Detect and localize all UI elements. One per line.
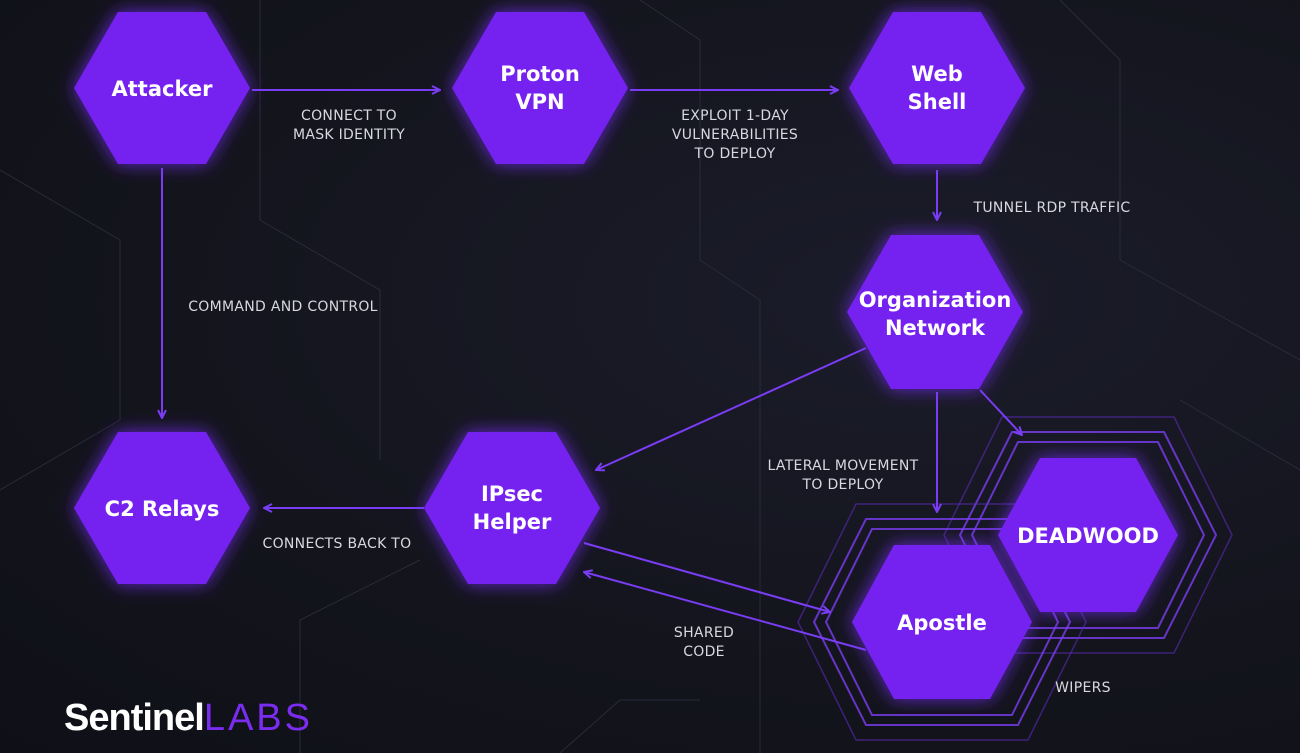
svg-text:Attacker: Attacker [112, 77, 214, 101]
edge-label-shared-code: CODE [683, 644, 725, 660]
edge-label-tunnel: TUNNEL RDP TRAFFIC [973, 200, 1131, 216]
node-label: DEADWOOD [1017, 524, 1159, 548]
sentinel-labs-logo: SentinelLABS [64, 697, 313, 740]
edge-label-connect-mask: CONNECT TO [301, 108, 397, 124]
edge-ipsec-to-apostle [583, 542, 830, 612]
node-attacker: Attacker [74, 12, 250, 164]
node-label: Web [911, 62, 963, 86]
node-label: VPN [515, 90, 564, 114]
edge-apostle-to-ipsec [584, 572, 867, 651]
edge-label-shared-code: SHARED [674, 625, 734, 641]
edge-label-exploit: EXPLOIT 1-DAY [681, 108, 789, 124]
edge-label-connects-back: CONNECTS BACK TO [263, 536, 412, 552]
edges [162, 90, 1022, 651]
node-label: Helper [473, 510, 552, 534]
svg-text:Apostle: Apostle [897, 611, 987, 635]
svg-text:C2 Relays: C2 Relays [105, 497, 220, 521]
logo-part-labs: LABS [203, 697, 313, 739]
svg-text:WIPERS: WIPERS [1055, 680, 1111, 696]
node-label: Network [885, 316, 986, 340]
svg-text:DEADWOOD: DEADWOOD [1017, 524, 1159, 548]
node-label: Shell [908, 90, 967, 114]
svg-text:CONNECTS BACK TO: CONNECTS BACK TO [263, 536, 412, 552]
edge-label-exploit: TO DEPLOY [694, 146, 776, 162]
svg-text:COMMAND AND CONTROL: COMMAND AND CONTROL [188, 299, 378, 315]
edge-org-to-deadwood [979, 389, 1022, 435]
node-deadwood: DEADWOOD [998, 458, 1178, 612]
edge-label-lateral: LATERAL MOVEMENT [767, 458, 918, 474]
edge-label-wipers: WIPERS [1055, 680, 1111, 696]
edge-label-connect-mask: MASK IDENTITY [293, 127, 405, 143]
node-label: IPsec [481, 482, 543, 506]
node-apostle: Apostle [852, 545, 1032, 699]
edge-label-c2: COMMAND AND CONTROL [188, 299, 378, 315]
node-label: Attacker [112, 77, 214, 101]
node-c2-relays: C2 Relays [74, 432, 250, 584]
edge-label-lateral: TO DEPLOY [802, 477, 884, 493]
node-label: Apostle [897, 611, 987, 635]
svg-text:TUNNEL RDP TRAFFIC: TUNNEL RDP TRAFFIC [973, 200, 1131, 216]
edge-label-exploit: VULNERABILITIES [672, 127, 798, 143]
node-label: C2 Relays [105, 497, 220, 521]
logo-part-sentinel: Sentinel [64, 697, 205, 739]
edge-org-to-ipsec [596, 347, 867, 470]
node-label: Organization [859, 288, 1012, 312]
node-label: Proton [500, 62, 580, 86]
edge-labels: CONNECT TO MASK IDENTITY EXPLOIT 1-DAY VUL… [188, 108, 1130, 696]
